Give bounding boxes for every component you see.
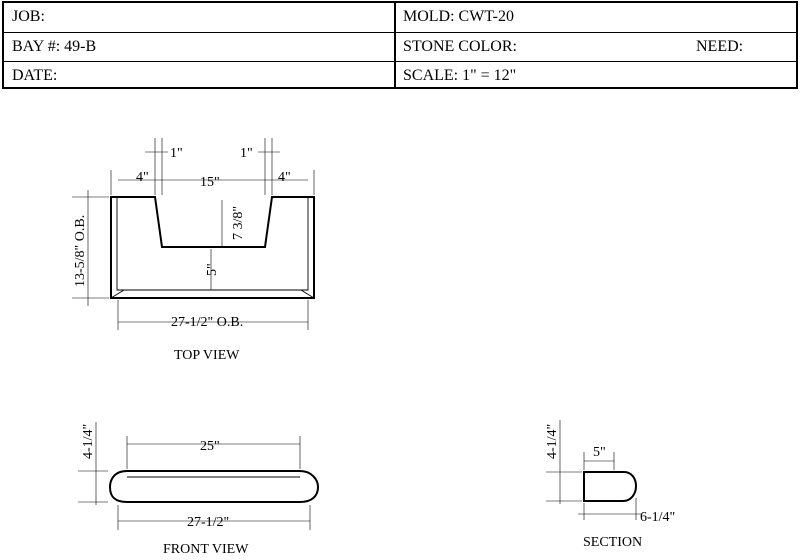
dim-notch-depth: 7 3/8" — [231, 206, 246, 240]
front-view-outline — [108, 470, 320, 503]
top-view-corner-right — [300, 289, 315, 299]
top-view: 1" 1" 4" 15" 4" 7 3/8" 5" 13-5/8" O.B. 2… — [72, 138, 315, 363]
dim-overall-width: 27-1/2" O.B. — [171, 315, 243, 330]
bay-field: BAY #: 49-B — [12, 38, 97, 55]
title-row-1: JOB: MOLD: CWT-20 — [4, 3, 796, 31]
dim-overall-length: 27-1/2" — [187, 515, 229, 530]
stone-color-field: STONE COLOR: — [403, 38, 517, 55]
dim-overall-depth: 13-5/8" O.B. — [73, 215, 88, 287]
title-block-divider — [394, 3, 396, 87]
job-field: JOB: — [12, 8, 45, 25]
title-row-2: BAY #: 49-B STONE COLOR: NEED: — [4, 32, 796, 61]
dim-wall-left: 4" — [136, 170, 149, 185]
top-view-outline — [110, 196, 315, 299]
dim-section-depth: 6-1/4" — [640, 510, 675, 525]
dim-front-height: 4-1/4" — [81, 424, 96, 459]
dim-back-thickness: 5" — [205, 263, 220, 276]
dim-offset-right: 1" — [240, 146, 253, 161]
top-view-inner-line — [116, 197, 309, 291]
title-row-3: DATE: SCALE: 1" = 12" — [4, 61, 796, 90]
section-caption: SECTION — [583, 535, 642, 550]
dim-section-top: 5" — [593, 445, 606, 460]
scale-field: SCALE: 1" = 12" — [403, 67, 517, 84]
section-outline — [583, 471, 638, 502]
title-block: JOB: MOLD: CWT-20 BAY #: 49-B STONE COLO… — [2, 1, 798, 89]
front-view: 4-1/4" 25" 27-1/2" FRONT VIEW — [78, 422, 320, 557]
top-view-corner-left — [110, 289, 125, 299]
dim-offset-left: 1" — [170, 146, 183, 161]
front-view-caption: FRONT VIEW — [163, 542, 249, 557]
dim-opening: 15" — [200, 175, 220, 190]
date-field: DATE: — [12, 67, 58, 84]
need-field: NEED: — [696, 38, 744, 55]
mold-field: MOLD: CWT-20 — [403, 8, 514, 25]
section-view: 4-1/4" 5" 6-1/4" SECTION — [545, 420, 675, 550]
top-view-caption: TOP VIEW — [174, 348, 240, 363]
dim-wall-right: 4" — [278, 170, 291, 185]
dim-top-length: 25" — [200, 439, 220, 454]
dim-section-height: 4-1/4" — [545, 424, 560, 459]
